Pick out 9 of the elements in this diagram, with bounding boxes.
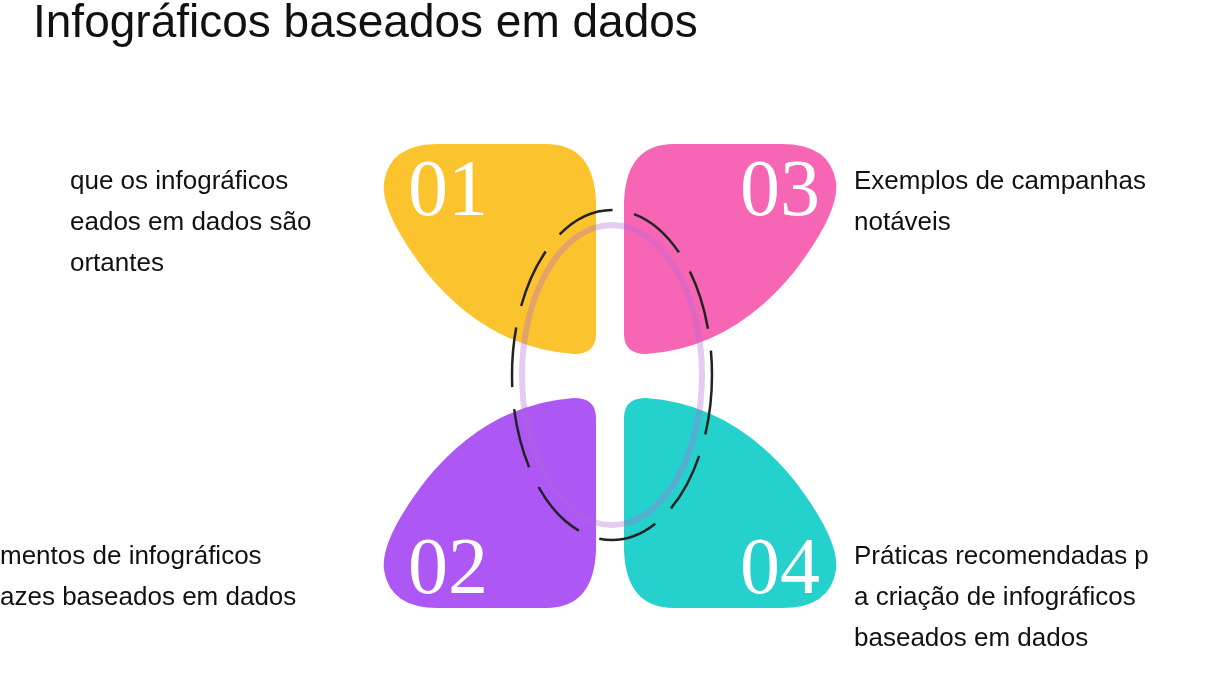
step-number: 04	[740, 526, 820, 606]
step-description: que os infográficos eados em dados são ortantes	[70, 164, 313, 279]
step-number: 02	[408, 526, 488, 606]
step-description: Exemplos de campanhas notáveis	[854, 164, 1147, 238]
step-description: mentos de infográficos azes baseados em dados	[0, 539, 298, 613]
step-description: Práticas recomendadas p a criação de infográficos baseados em dados	[854, 539, 1150, 654]
step-number: 01	[408, 148, 488, 228]
step-number: 03	[740, 148, 820, 228]
title: Infográficos baseados em dados	[33, 0, 698, 48]
